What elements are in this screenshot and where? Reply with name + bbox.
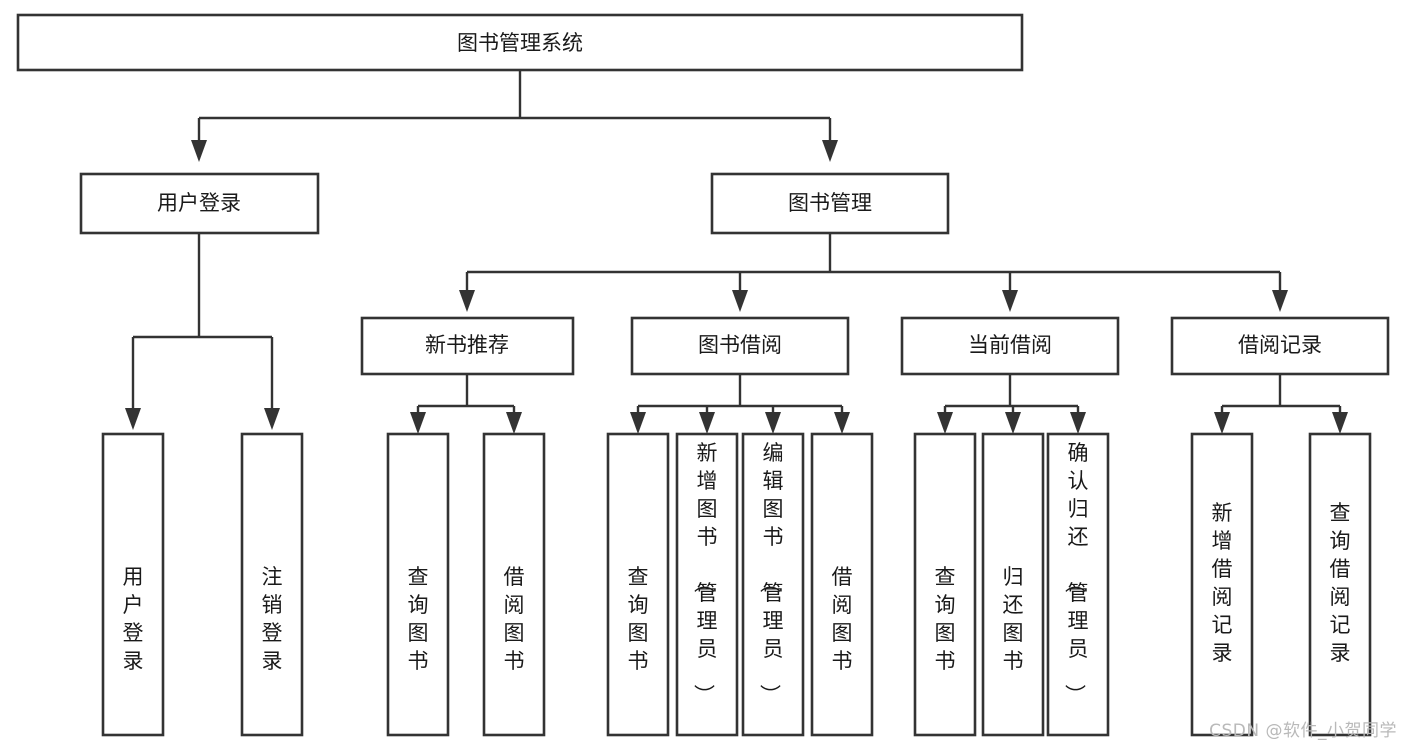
node-leaf-query-record-label: 查询借阅记录 [1330,501,1351,665]
connector-root-to-level2 [191,70,838,162]
node-leaf-user-logout-box [240,432,304,737]
node-leaf-return-book[interactable]: 归还图书 [981,432,1045,737]
node-borrow-record-label: 借阅记录 [1238,333,1322,357]
node-leaf-query-book-3-box [913,432,977,737]
node-user-login-box [79,172,320,235]
node-leaf-borrow-book-1-label: 借阅图书 [504,565,525,673]
node-root-box [16,13,1024,72]
node-leaf-add-record-label: 新增借阅记录 [1212,501,1233,665]
node-root-label: 图书管理系统 [457,31,583,55]
node-leaf-user-login-label: 用户登录 [123,565,144,673]
node-new-book-rec-box [360,316,575,376]
node-current-borrow[interactable]: 当前借阅 [900,316,1120,376]
node-new-book-rec-label: 新书推荐 [425,333,509,357]
node-new-book-rec[interactable]: 新书推荐 [360,316,575,376]
node-leaf-borrow-book-1-box [482,432,546,737]
node-leaf-borrow-book-1[interactable]: 借阅图书 [482,432,546,737]
node-leaf-borrow-book-2-box [810,432,874,737]
node-leaf-query-record[interactable]: 查询借阅记录 [1308,432,1372,737]
watermark-text: CSDN @软件_小贺同学 [1209,721,1397,741]
node-book-manage-box [710,172,950,235]
node-book-borrow[interactable]: 图书借阅 [630,316,850,376]
node-leaf-add-book-label: 新增图书（管理员） [692,441,718,705]
node-leaf-query-record-box [1308,432,1372,737]
node-leaf-add-book[interactable]: 新增图书（管理员） [675,432,739,737]
node-leaf-user-login[interactable]: 用户登录 [101,432,165,737]
node-leaf-confirm-return[interactable]: 确认归还（管理员） [1046,432,1110,737]
node-leaf-confirm-return-box [1046,432,1110,737]
node-book-borrow-box [630,316,850,376]
node-leaf-query-book-3-label: 查询图书 [935,565,956,673]
node-leaf-confirm-return-label: 确认归还（管理员） [1063,441,1089,705]
node-leaf-return-book-label: 归还图书 [1003,565,1024,673]
node-user-login-label: 用户登录 [157,191,241,215]
node-leaf-query-book-2-label: 查询图书 [628,565,649,673]
node-leaf-edit-book[interactable]: 编辑图书（管理员） [741,432,805,737]
node-leaf-query-book-1[interactable]: 查询图书 [386,432,450,737]
connector-newbook-to-leaves [410,374,522,434]
connector-userlogin-to-leaves [125,233,280,430]
node-root[interactable]: 图书管理系统 [16,13,1024,72]
node-leaf-query-book-2[interactable]: 查询图书 [606,432,670,737]
node-leaf-return-book-box [981,432,1045,737]
node-book-manage[interactable]: 图书管理 [710,172,950,235]
node-borrow-record-box [1170,316,1390,376]
node-book-manage-label: 图书管理 [788,191,872,215]
node-borrow-record[interactable]: 借阅记录 [1170,316,1390,376]
node-current-borrow-label: 当前借阅 [968,333,1052,357]
connector-borrowrecord-to-leaves [1214,374,1348,434]
node-leaf-query-book-1-label: 查询图书 [408,565,429,673]
connector-bookborrow-to-leaves [630,374,850,434]
node-leaf-edit-book-label: 编辑图书（管理员） [758,441,784,705]
node-leaf-edit-book-box [741,432,805,737]
node-leaf-user-logout-label: 注销登录 [262,565,283,673]
node-leaf-add-record-box [1190,432,1254,737]
node-book-borrow-label: 图书借阅 [698,333,782,357]
node-leaf-query-book-2-box [606,432,670,737]
node-leaf-query-book-1-box [386,432,450,737]
node-leaf-user-login-box [101,432,165,737]
node-leaf-add-record[interactable]: 新增借阅记录 [1190,432,1254,737]
node-current-borrow-box [900,316,1120,376]
connector-currentborrow-to-leaves [937,374,1086,434]
node-leaf-user-logout[interactable]: 注销登录 [240,432,304,737]
node-leaf-add-book-box [675,432,739,737]
node-leaf-query-book-3[interactable]: 查询图书 [913,432,977,737]
node-leaf-borrow-book-2-label: 借阅图书 [832,565,853,673]
node-leaf-borrow-book-2[interactable]: 借阅图书 [810,432,874,737]
node-user-login[interactable]: 用户登录 [79,172,320,235]
connector-bookmanage-to-level3 [459,233,1288,312]
